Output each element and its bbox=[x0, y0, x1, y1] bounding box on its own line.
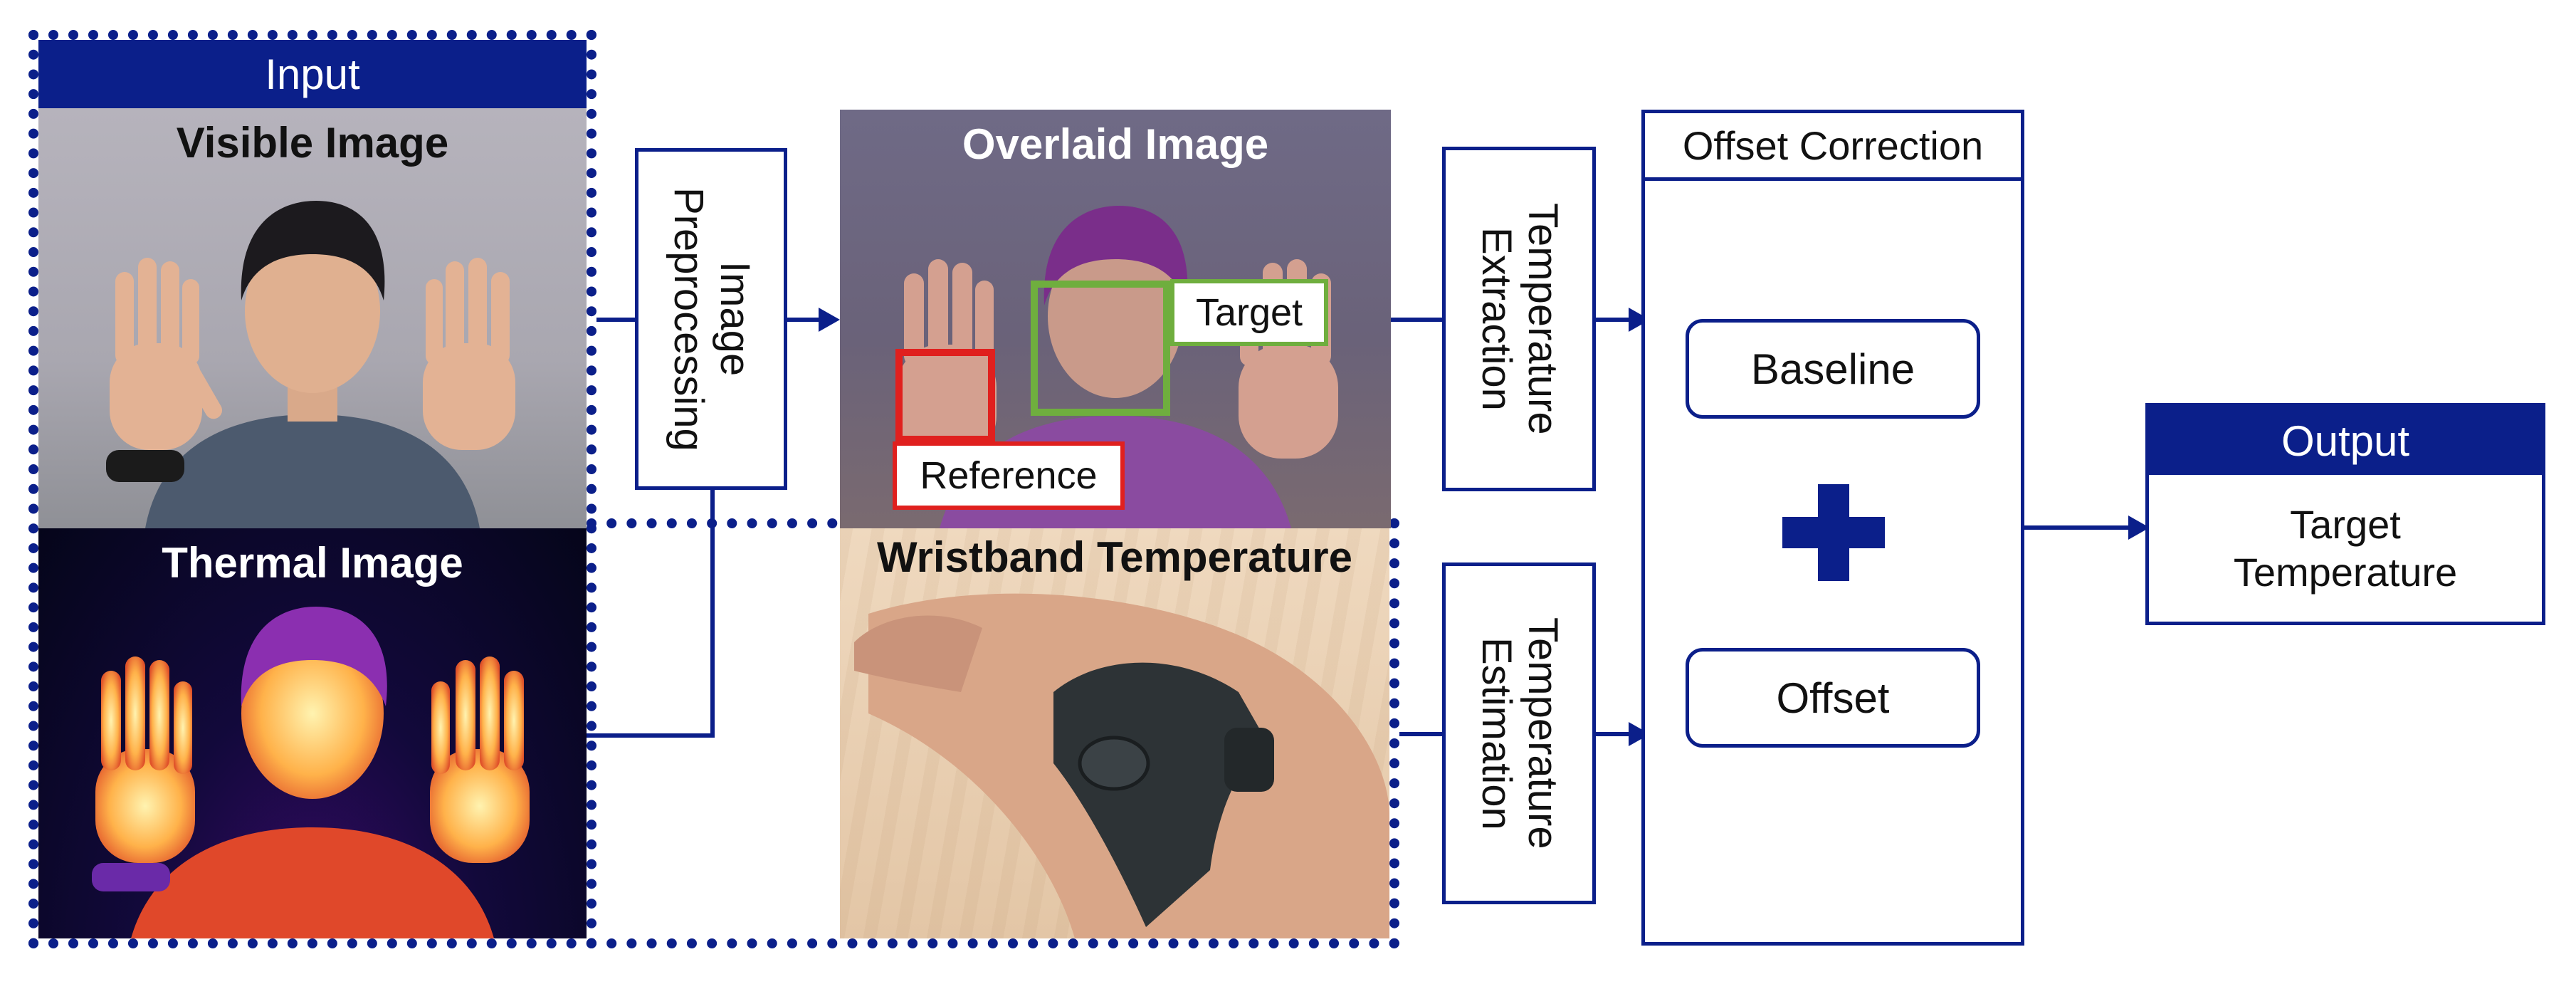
connector-thermal-horizontal bbox=[587, 733, 715, 738]
connector-wristband-to-estimation bbox=[1399, 732, 1442, 736]
temperature-extraction-label: Temperature Extraction bbox=[1473, 203, 1566, 435]
arrowhead-icon bbox=[1629, 722, 1650, 746]
target-label: Target bbox=[1170, 279, 1328, 346]
image-preprocessing-box: Image Preprocessing bbox=[635, 148, 787, 490]
output-box: Output Target Temperature bbox=[2145, 403, 2545, 625]
thermal-image-title: Thermal Image bbox=[162, 539, 463, 587]
reference-label: Reference bbox=[893, 441, 1125, 510]
input-frame bbox=[28, 30, 596, 948]
temperature-extraction-box: Temperature Extraction bbox=[1442, 147, 1596, 491]
plus-icon bbox=[1782, 484, 1885, 581]
overlaid-image: Overlaid Image Target Reference bbox=[840, 110, 1391, 528]
visible-image: Visible Image bbox=[38, 108, 587, 528]
reference-region-box bbox=[895, 349, 995, 443]
temperature-estimation-box: Temperature Estimation bbox=[1442, 562, 1596, 904]
visible-image-title: Visible Image bbox=[176, 119, 449, 167]
thermal-image: Thermal Image bbox=[38, 528, 587, 938]
baseline-box: Baseline bbox=[1686, 319, 1980, 419]
output-header: Output bbox=[2149, 407, 2542, 475]
connector-visible-to-preprocessing bbox=[596, 318, 635, 322]
offset-box: Offset bbox=[1686, 648, 1980, 748]
overlaid-image-title: Overlaid Image bbox=[962, 120, 1269, 168]
arrowhead-icon bbox=[1629, 308, 1650, 332]
wristband-image-title: Wristband Temperature bbox=[877, 533, 1352, 581]
connector-extraction-to-correction bbox=[1596, 318, 1631, 322]
connector-overlay-to-extraction bbox=[1391, 318, 1442, 322]
person-illustration bbox=[106, 201, 515, 528]
offset-correction-title: Offset Correction bbox=[1641, 110, 2024, 181]
thermal-person-illustration bbox=[92, 607, 530, 938]
connector-estimation-to-correction bbox=[1596, 732, 1631, 736]
arrowhead-icon bbox=[2128, 516, 2150, 540]
temperature-estimation-label: Temperature Estimation bbox=[1473, 617, 1566, 849]
input-header: Input bbox=[38, 40, 587, 108]
output-line-2: Temperature bbox=[2233, 550, 2458, 595]
wristband-image: Wristband Temperature bbox=[840, 528, 1389, 938]
connector-thermal-vertical bbox=[710, 490, 715, 738]
wristband-illustration bbox=[854, 593, 1389, 938]
arrowhead-icon bbox=[819, 308, 840, 332]
image-preprocessing-label: Image Preprocessing bbox=[666, 187, 758, 451]
connector-correction-to-output bbox=[2024, 525, 2131, 530]
target-region-box bbox=[1031, 281, 1170, 416]
output-line-1: Target bbox=[2290, 501, 2401, 547]
connector-preprocessing-to-overlay bbox=[787, 318, 823, 322]
